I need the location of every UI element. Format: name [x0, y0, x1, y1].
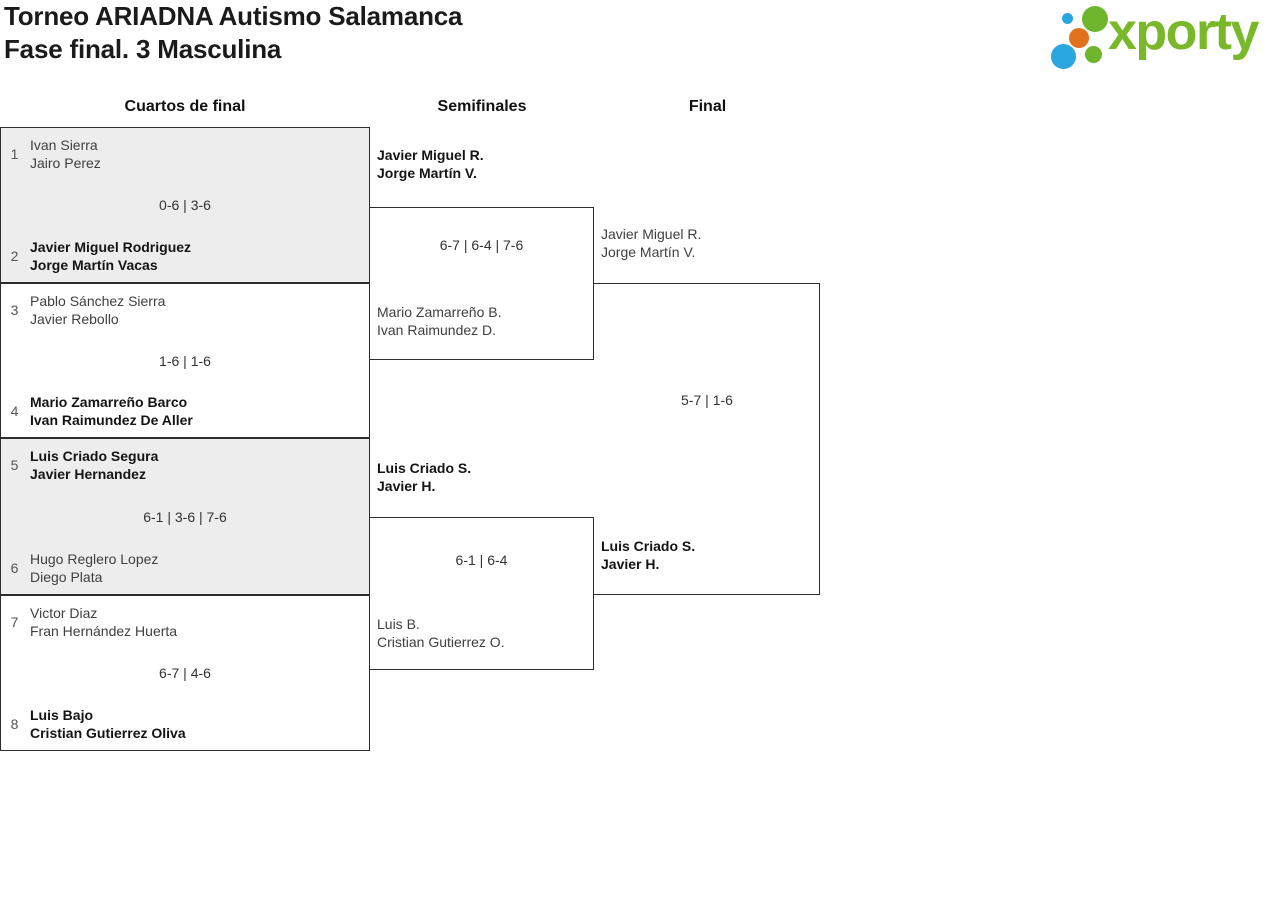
player-name: Luis Bajo — [30, 707, 94, 723]
player-name: Pablo Sánchez Sierra — [30, 293, 166, 309]
team-entry: 5 Luis Criado Segura Javier Hernandez — [7, 447, 159, 483]
player-name: Luis Criado S. — [377, 460, 472, 476]
player-name: Ivan Raimundez De Aller — [30, 412, 193, 428]
quarterfinal-match-3: 5 Luis Criado Segura Javier Hernandez 6-… — [0, 438, 370, 595]
player-name: Jairo Perez — [30, 155, 101, 171]
seed-number: 8 — [10, 716, 19, 732]
logo-dot-orange-icon — [1069, 28, 1089, 48]
seed-number: 7 — [10, 614, 19, 630]
seed-number: 4 — [10, 403, 19, 419]
player-name: Luis Criado Segura — [30, 448, 159, 464]
team-entry: 7 Victor Diaz Fran Hernández Huerta — [7, 604, 177, 640]
player-name: Hugo Reglero Lopez — [30, 551, 159, 567]
match-score: 6-1 | 6-4 — [455, 552, 508, 568]
logo-dot-green-large-icon — [1082, 6, 1108, 32]
match-score: 6-7 | 4-6 — [159, 665, 211, 681]
player-name: Javier Rebollo — [30, 311, 119, 327]
player-name: Javier H. — [601, 556, 660, 572]
team-entry: Luis Criado S. Javier H. — [601, 537, 695, 573]
quarterfinal-match-1: 1 Ivan Sierra Jairo Perez 0-6 | 3-6 2 Ja… — [0, 127, 370, 283]
logo-dot-green-small-icon — [1085, 46, 1102, 63]
match-score: 6-7 | 6-4 | 7-6 — [439, 237, 524, 253]
team-entry: Javier Miguel R. Jorge Martín V. — [601, 225, 701, 261]
match-score: 0-6 | 3-6 — [159, 197, 211, 213]
player-name: Ivan Raimundez D. — [377, 322, 497, 338]
player-name: Diego Plata — [30, 569, 103, 585]
match-score: 5-7 | 1-6 — [681, 392, 733, 408]
seed-number: 6 — [10, 560, 19, 576]
quarterfinal-match-2: 3 Pablo Sánchez Sierra Javier Rebollo 1-… — [0, 283, 370, 438]
team-entry: 1 Ivan Sierra Jairo Perez — [7, 136, 101, 172]
quarterfinal-match-4: 7 Victor Diaz Fran Hernández Huerta 6-7 … — [0, 595, 370, 751]
player-name: Javier Miguel Rodriguez — [30, 239, 192, 255]
team-entry: 8 Luis Bajo Cristian Gutierrez Oliva — [7, 706, 186, 742]
player-name: Jorge Martín Vacas — [30, 257, 158, 273]
logo-wordmark: xporty — [1108, 3, 1259, 61]
final-match — [594, 283, 820, 595]
semifinal-match-2 — [369, 517, 594, 670]
team-entry: 2 Javier Miguel Rodriguez Jorge Martín V… — [7, 238, 191, 274]
tournament-name: Torneo ARIADNA Autismo Salamanca — [4, 1, 463, 31]
player-name: Fran Hernández Huerta — [30, 623, 178, 639]
team-entry: Luis Criado S. Javier H. — [377, 459, 471, 495]
seed-number: 2 — [10, 248, 19, 264]
player-name: Mario Zamarreño Barco — [30, 394, 188, 410]
team-entry: Luis B. Cristian Gutierrez O. — [377, 615, 505, 651]
player-name: Jorge Martín V. — [377, 165, 477, 181]
seed-number: 5 — [10, 457, 19, 473]
player-name: Cristian Gutierrez Oliva — [30, 725, 186, 741]
player-name: Javier H. — [377, 478, 436, 494]
team-entry: 4 Mario Zamarreño Barco Ivan Raimundez D… — [7, 393, 193, 429]
logo-dot-blue-small-icon — [1062, 13, 1073, 24]
team-entry: 6 Hugo Reglero Lopez Diego Plata — [7, 550, 159, 586]
seed-number: 1 — [10, 146, 19, 162]
round-header-semifinals: Semifinales — [437, 98, 527, 115]
team-entry: 3 Pablo Sánchez Sierra Javier Rebollo — [7, 292, 166, 328]
logo-dot-blue-large-icon — [1051, 44, 1076, 69]
player-name: Luis Criado S. — [601, 538, 696, 554]
page-title: Torneo ARIADNA Autismo Salamanca Fase fi… — [4, 0, 463, 66]
player-name: Victor Diaz — [30, 605, 98, 621]
round-header-final: Final — [688, 98, 727, 115]
round-header-quarterfinals: Cuartos de final — [124, 98, 246, 115]
xporty-logo[interactable]: xporty — [1045, 0, 1280, 72]
player-name: Javier Miguel R. — [377, 147, 484, 163]
player-name: Javier Miguel R. — [601, 226, 702, 242]
player-name: Ivan Sierra — [30, 137, 98, 153]
player-name: Luis B. — [377, 616, 420, 632]
player-name: Mario Zamarreño B. — [377, 304, 502, 320]
player-name: Cristian Gutierrez O. — [377, 634, 505, 650]
player-name: Jorge Martín V. — [601, 244, 696, 260]
player-name: Javier Hernandez — [30, 466, 146, 482]
match-score: 1-6 | 1-6 — [159, 352, 211, 369]
team-entry: Mario Zamarreño B. Ivan Raimundez D. — [377, 303, 501, 339]
seed-number: 3 — [10, 302, 19, 318]
phase-subtitle: Fase final. 3 Masculina — [4, 34, 282, 64]
team-entry: Javier Miguel R. Jorge Martín V. — [377, 146, 484, 182]
semifinal-match-1 — [369, 207, 594, 360]
match-score: 6-1 | 3-6 | 7-6 — [143, 508, 227, 525]
